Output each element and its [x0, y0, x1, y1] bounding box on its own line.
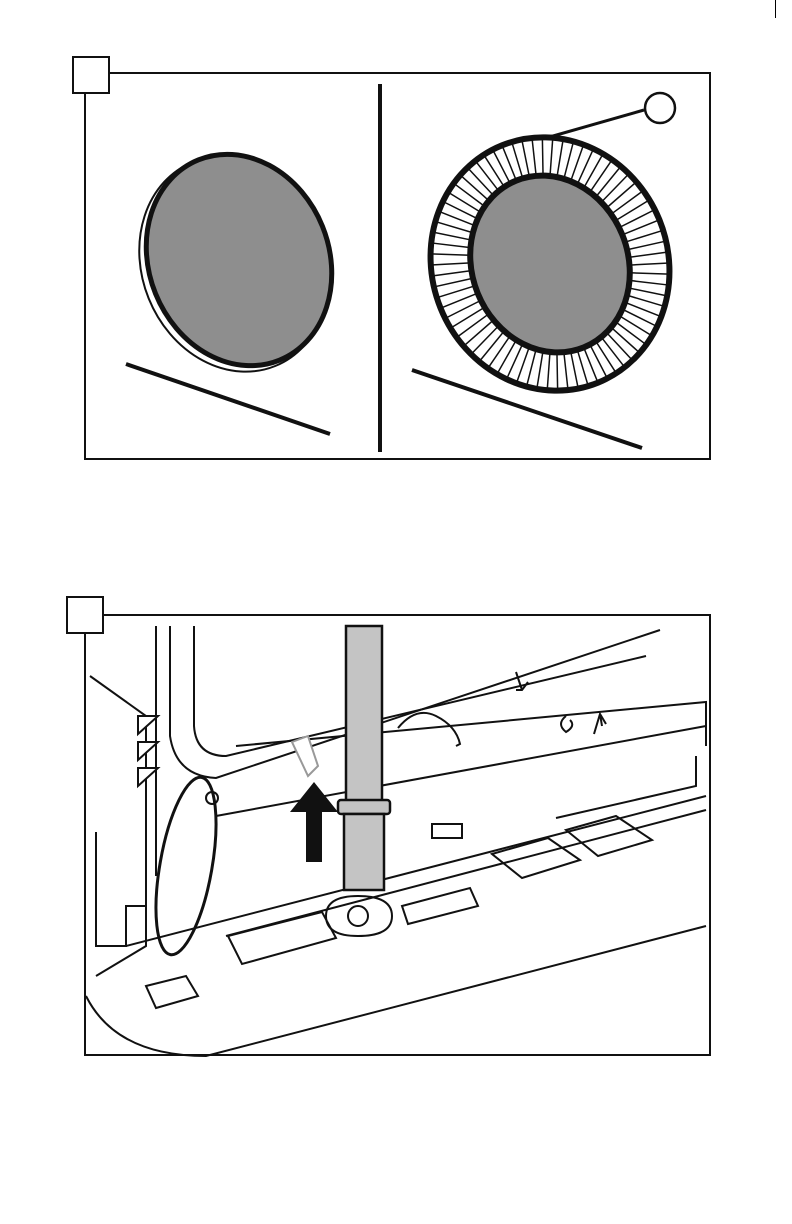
base-slot-5: [146, 976, 198, 1008]
base-slot-3: [492, 838, 580, 878]
cap: [344, 814, 384, 890]
hand-mark: [292, 736, 318, 776]
mark-arrow-up: [594, 714, 606, 734]
mark-rotate: [561, 716, 572, 732]
base-plate-edge: [86, 926, 706, 1056]
drain-hole: [348, 906, 368, 926]
base-slot-2: [402, 888, 478, 924]
figure-1-panel: [84, 72, 711, 460]
crop-mark: [775, 0, 776, 18]
tub-lower-edge: [216, 726, 706, 816]
figure-1-step-badge: [72, 56, 110, 94]
left-bracket: [96, 832, 146, 946]
figure-2-step-badge: [66, 596, 104, 634]
plain-lid: [107, 126, 362, 400]
figure-1-illustration: [86, 74, 713, 462]
small-window: [432, 824, 462, 838]
figure-2-panel: [84, 614, 711, 1056]
base-slot-1: [228, 912, 336, 964]
right-bracket: [556, 756, 696, 818]
outer-door-edge: [170, 626, 660, 778]
callout-circle: [645, 93, 675, 123]
rod: [346, 626, 382, 804]
rod-collar: [338, 800, 390, 814]
inner-door-edge: [194, 626, 646, 756]
callout-leader: [546, 110, 644, 138]
seal-rib: [557, 352, 558, 390]
figure-2-illustration: [86, 616, 713, 1058]
seal-rib: [542, 137, 543, 175]
surface-line-left: [126, 364, 330, 434]
